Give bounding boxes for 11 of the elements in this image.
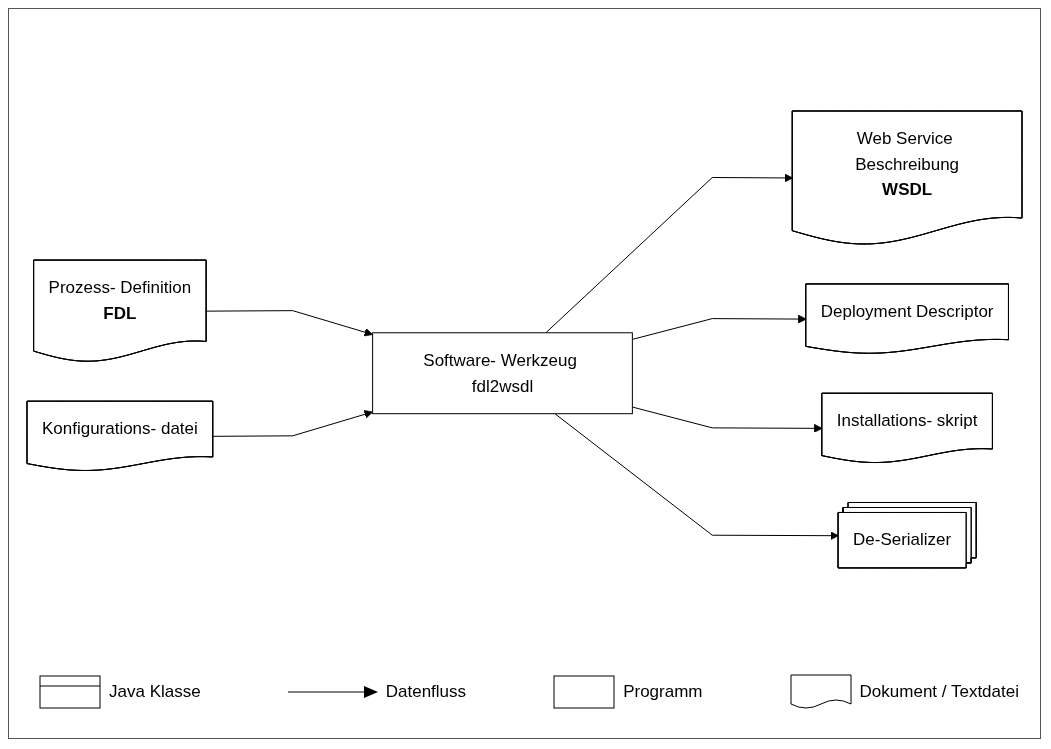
legend-text: Java Klasse <box>109 682 201 702</box>
arrow <box>554 412 839 540</box>
legend-text: Datenfluss <box>385 682 467 702</box>
legend-text: Dokument / Textdatei <box>859 682 1019 702</box>
legend-text: Programm <box>623 682 703 702</box>
arrow <box>206 309 373 336</box>
arrow <box>631 406 823 433</box>
node-box: Software- Werkzeug fdl2wsdl <box>372 331 633 414</box>
arrow <box>212 409 373 437</box>
arrow <box>545 173 794 333</box>
arrow <box>631 314 807 340</box>
